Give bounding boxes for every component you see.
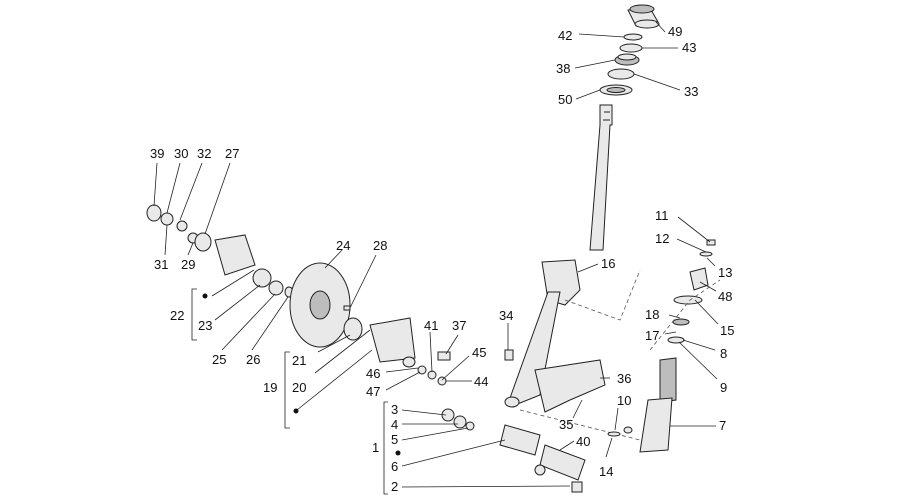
callout-5: 5 bbox=[391, 432, 398, 447]
callout-32: 32 bbox=[197, 146, 211, 161]
callout-7: 7 bbox=[719, 418, 726, 433]
callout-29: 29 bbox=[181, 257, 195, 272]
callout-20: 20 bbox=[292, 380, 306, 395]
callout-41: 41 bbox=[424, 318, 438, 333]
callout-35: 35 bbox=[559, 417, 573, 432]
mudguard-bracket bbox=[534, 359, 606, 413]
callout-49: 49 bbox=[668, 24, 682, 39]
callout-2: 2 bbox=[391, 479, 398, 494]
callout-25: 25 bbox=[212, 352, 226, 367]
callout-24: 24 bbox=[336, 238, 350, 253]
callout-8: 8 bbox=[720, 346, 727, 361]
callout-39: 39 bbox=[150, 146, 164, 161]
callout-1: 1 bbox=[372, 440, 379, 455]
shock-absorber-parts bbox=[607, 239, 721, 453]
wheel-hub-parts bbox=[146, 204, 451, 386]
callout-11: 11 bbox=[655, 208, 669, 223]
callout-37: 37 bbox=[452, 318, 466, 333]
callout-19: 19 bbox=[263, 380, 277, 395]
callout-47: 47 bbox=[366, 384, 380, 399]
callout-40: 40 bbox=[576, 434, 590, 449]
callout-28: 28 bbox=[373, 238, 387, 253]
callout-45: 45 bbox=[472, 345, 486, 360]
bullet-markers bbox=[202, 293, 401, 456]
callout-13: 13 bbox=[718, 265, 732, 280]
callout-31: 31 bbox=[154, 257, 168, 272]
leader-lines bbox=[153, 21, 719, 495]
lower-link-parts bbox=[441, 408, 586, 493]
callout-15: 15 bbox=[720, 323, 734, 338]
callout-21: 21 bbox=[292, 353, 306, 368]
callout-16: 16 bbox=[601, 256, 615, 271]
steering-head-parts bbox=[599, 4, 660, 96]
callout-38: 38 bbox=[556, 61, 570, 76]
callout-42: 42 bbox=[558, 28, 572, 43]
callout-labels: 49 42 43 38 33 50 16 34 36 35 11 12 13 4… bbox=[150, 24, 734, 494]
callout-18: 18 bbox=[645, 307, 659, 322]
callout-50: 50 bbox=[558, 92, 572, 107]
callout-48: 48 bbox=[718, 289, 732, 304]
callout-4: 4 bbox=[391, 417, 398, 432]
bushing-34 bbox=[504, 349, 514, 361]
callout-36: 36 bbox=[617, 371, 631, 386]
callout-3: 3 bbox=[391, 402, 398, 417]
callout-14: 14 bbox=[599, 464, 613, 479]
callout-34: 34 bbox=[499, 308, 513, 323]
callout-23: 23 bbox=[198, 318, 212, 333]
callout-44: 44 bbox=[474, 374, 488, 389]
steering-tube bbox=[504, 104, 641, 441]
callout-22: 22 bbox=[170, 308, 184, 323]
callout-26: 26 bbox=[246, 352, 260, 367]
callout-12: 12 bbox=[655, 231, 669, 246]
callout-46: 46 bbox=[366, 366, 380, 381]
callout-9: 9 bbox=[720, 380, 727, 395]
callout-33: 33 bbox=[684, 84, 698, 99]
callout-17: 17 bbox=[645, 328, 659, 343]
callout-43: 43 bbox=[682, 40, 696, 55]
callout-27: 27 bbox=[225, 146, 239, 161]
callout-6: 6 bbox=[391, 459, 398, 474]
callout-30: 30 bbox=[174, 146, 188, 161]
callout-10: 10 bbox=[617, 393, 631, 408]
